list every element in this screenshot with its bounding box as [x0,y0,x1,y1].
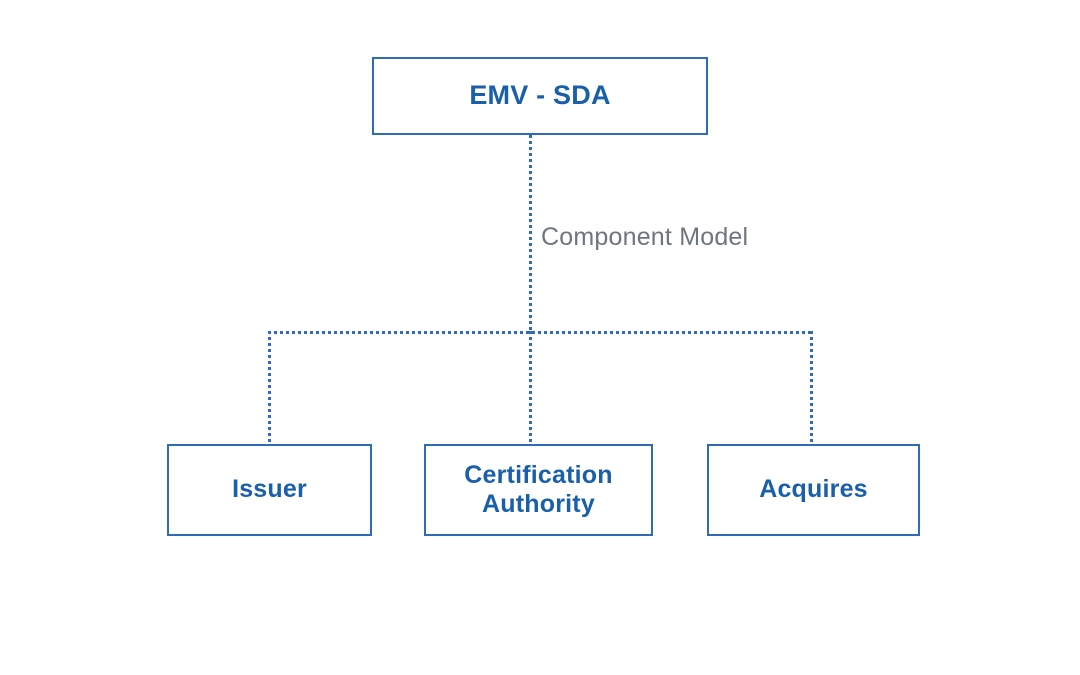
connector-drop-acquires [810,331,813,445]
node-certification-authority-label: Certification Authority [464,460,613,519]
node-issuer-label: Issuer [232,475,307,504]
node-issuer[interactable]: Issuer [167,444,372,536]
node-emv-sda-label: EMV - SDA [469,80,611,111]
connector-drop-issuer [268,331,271,445]
node-acquires[interactable]: Acquires [707,444,920,536]
connector-drop-certification-authority [529,331,532,445]
node-certification-authority[interactable]: Certification Authority [424,444,653,536]
edge-label-component-model: Component Model [541,223,749,251]
connector-horizontal-bus [268,331,813,334]
node-acquires-label: Acquires [759,475,868,504]
connector-root-stem [529,135,532,334]
node-emv-sda[interactable]: EMV - SDA [372,57,708,135]
